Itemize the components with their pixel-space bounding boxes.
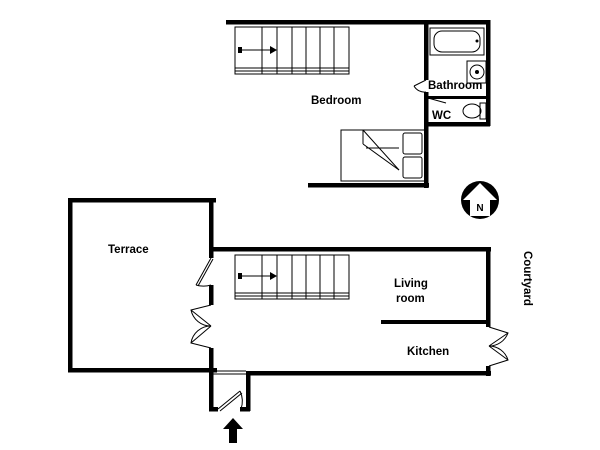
courtyard-label: Courtyard <box>521 251 533 306</box>
wall <box>209 407 218 412</box>
wall <box>486 20 491 126</box>
wall <box>209 348 214 410</box>
bathtub-icon <box>429 27 485 56</box>
wc-label: WC <box>432 110 451 122</box>
wall <box>209 198 214 258</box>
terrace-double-door <box>190 304 212 349</box>
lower-floor: Terrace Living room Kitchen Courtyard <box>68 198 533 412</box>
wall <box>240 407 250 412</box>
north-arrow-icon: N <box>461 181 499 219</box>
kitchen-label: Kitchen <box>407 346 449 358</box>
living-room-label-line1: Living <box>394 278 428 290</box>
terrace-label: Terrace <box>108 244 149 256</box>
terrace-door <box>195 257 214 287</box>
entrance-door <box>217 390 243 412</box>
wall <box>424 20 429 80</box>
bedroom-label: Bedroom <box>311 95 361 107</box>
wall <box>428 96 490 99</box>
wall <box>68 198 216 203</box>
wall <box>209 285 214 305</box>
door <box>427 97 447 104</box>
compass-letter: N <box>476 203 483 214</box>
living-room-label-line2: room <box>396 293 425 305</box>
wall <box>226 20 490 25</box>
wall <box>209 247 491 252</box>
wall <box>246 371 491 376</box>
wall <box>424 122 490 127</box>
upper-floor: Bedroom Bathroom WC <box>226 20 491 188</box>
staircase-icon <box>234 26 350 75</box>
wall <box>68 368 217 373</box>
wall <box>424 92 429 188</box>
door <box>413 79 427 87</box>
bathroom-label: Bathroom <box>428 80 482 92</box>
staircase-icon <box>234 254 350 300</box>
wall <box>246 371 251 411</box>
toilet-icon <box>462 102 487 120</box>
sink-icon <box>466 60 487 84</box>
wall <box>68 198 73 372</box>
wall <box>381 320 487 324</box>
bed-icon <box>340 129 426 182</box>
door-swing <box>413 85 427 93</box>
courtyard-double-door <box>488 326 509 367</box>
up-arrow-icon <box>223 418 243 443</box>
wall <box>308 183 429 188</box>
wall <box>486 247 491 327</box>
